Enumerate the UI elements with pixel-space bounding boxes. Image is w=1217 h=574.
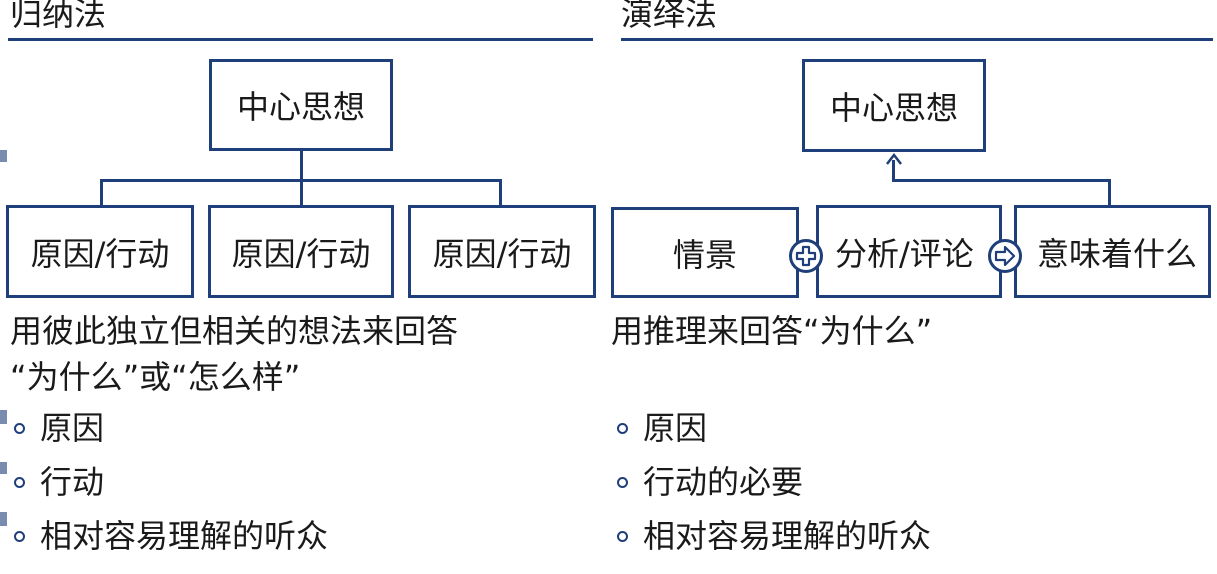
induction-central-idea-label: 中心思想: [236, 88, 365, 126]
deduction-chain-box: 意味着什么: [1014, 205, 1211, 298]
edge-mark: [0, 462, 7, 474]
tree-connector-drop: [100, 179, 103, 207]
tree-connector-drop: [499, 179, 502, 207]
induction-description: 用彼此独立但相关的想法来回答 “为什么”或“怎么样”: [10, 308, 458, 400]
deduction-central-idea-box: 中心思想: [802, 59, 986, 152]
bullet-circle-icon: [14, 423, 25, 434]
induction-bullet-item: 行动: [12, 466, 328, 520]
deduction-chain-label: 分析/评论: [835, 234, 974, 273]
induction-panel: 归纳法 中心思想 原因/行动 原因/行动 原因/行动 用彼此独立但相关的想法来回…: [0, 0, 600, 552]
bullet-circle-icon: [617, 423, 628, 434]
induction-central-idea-box: 中心思想: [209, 59, 393, 151]
induction-child-label: 原因/行动: [231, 234, 371, 273]
deduction-chain-label: 意味着什么: [1037, 234, 1198, 273]
induction-child-label: 原因/行动: [432, 234, 572, 273]
tree-connector-vertical: [300, 151, 303, 180]
edge-mark: [0, 512, 7, 526]
bullet-circle-icon: [617, 477, 628, 488]
induction-description-line: 用彼此独立但相关的想法来回答: [10, 312, 459, 350]
deduction-description-line: 用推理来回答“为什么”: [611, 312, 933, 350]
bullet-circle-icon: [617, 531, 628, 542]
induction-description-line: “为什么”或“怎么样”: [10, 358, 301, 396]
bullet-circle-icon: [14, 477, 25, 488]
deduction-chain-label: 情景: [672, 235, 737, 274]
deduction-title: 演绎法: [621, 0, 718, 33]
edge-mark: [0, 410, 7, 424]
deduction-bullet-item: 相对容易理解的听众: [615, 520, 931, 574]
feedback-connector-up: [892, 160, 895, 182]
feedback-connector-vertical: [1108, 179, 1111, 205]
deduction-panel: 演绎法 中心思想 情景 分析/评论 意味着什么 用推理来回答“为什么” 原因 行…: [605, 0, 1217, 552]
induction-child-box: 原因/行动: [6, 205, 194, 298]
induction-title: 归纳法: [10, 0, 107, 33]
bullet-circle-icon: [14, 531, 25, 542]
feedback-connector-horizontal: [892, 179, 1111, 182]
induction-bullet-item: 原因: [12, 412, 328, 466]
deduction-description: 用推理来回答“为什么”: [611, 308, 932, 354]
tree-connector-drop: [300, 179, 303, 207]
deduction-chain-box: 分析/评论: [816, 205, 1002, 298]
edge-mark: [0, 150, 7, 162]
arrow-right-icon: [988, 239, 1022, 273]
deduction-bullet-list: 原因 行动的必要 相对容易理解的听众: [615, 412, 931, 574]
induction-child-box: 原因/行动: [408, 205, 596, 298]
plus-icon: [789, 239, 823, 273]
deduction-title-rule: [621, 38, 1213, 41]
induction-bullet-item: 相对容易理解的听众: [12, 520, 328, 574]
deduction-chain-box: 情景: [611, 207, 799, 298]
induction-bullet-list: 原因 行动 相对容易理解的听众: [12, 412, 328, 574]
induction-child-box: 原因/行动: [208, 205, 394, 298]
deduction-central-idea-label: 中心思想: [829, 88, 958, 127]
induction-title-rule: [8, 38, 593, 41]
arrow-up-icon: [886, 152, 902, 165]
deduction-bullet-item: 原因: [615, 412, 931, 466]
induction-child-label: 原因/行动: [30, 234, 170, 273]
deduction-bullet-item: 行动的必要: [615, 466, 931, 520]
